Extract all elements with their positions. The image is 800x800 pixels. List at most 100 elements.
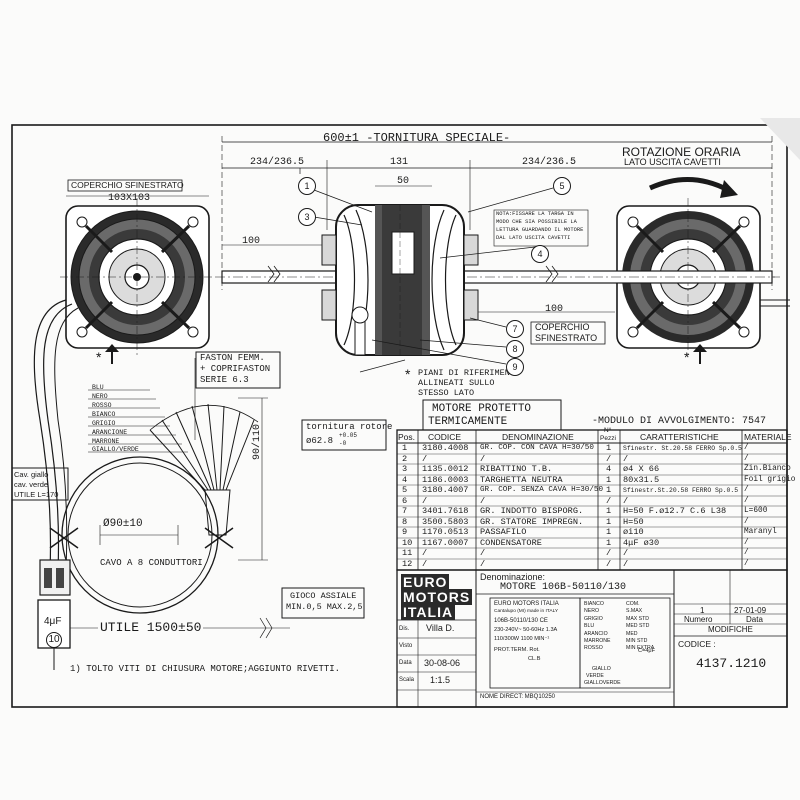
bom-cell-pos: 6 [402,496,408,506]
nota-line-4: DAL LATO USCITA CAVETTI [496,235,571,241]
plate-made: Cantalupo (MI) made in ITALY [494,609,559,614]
plate-power: 110/300W 1100 MIN⁻¹ [494,636,550,642]
bom-cell-codice: 1135.0012 [422,464,469,474]
bom-cell-car: H=50 F.ø12.7 C.6 L38 [623,506,727,516]
bom-cell-codice: / [422,496,428,506]
bom-cell-den: RIBATTINO T.B. [480,464,553,474]
bom-cell-mat: L=600 [744,507,768,515]
bom-cell-pos: 5 [402,485,408,495]
bom-cell-pos: 10 [402,538,413,548]
wire-color-5: GRIGIO [92,420,116,427]
leader-lines [299,168,554,373]
gioco-line-2: MIN.0,5 MAX.2,5 [286,602,363,612]
bom-header-codice: CODICE [428,432,462,442]
bom-cell-mat: / [744,518,749,526]
bom-cell-pos: 8 [402,517,408,527]
ring-diameter: Ø90±10 [103,518,143,530]
bom-cell-mat: Maranyl [744,528,777,536]
balloon-7: 7 [506,320,524,338]
codice-label: CODICE : [678,639,716,649]
bom-cell-n: 4 [606,464,612,474]
bom-cell-mat: / [744,539,749,547]
plate-giallo: GIALLO [592,666,611,672]
bom-cell-pos: 1 [402,443,408,453]
cav-line-2: cav. verde [14,480,49,489]
left-100-dimension: 100 [242,236,261,247]
plate-class: CL.B [528,656,541,662]
bom-cell-n: / [606,496,612,506]
bom-cell-car: 80x31.5 [623,475,660,485]
bom-cell-codice: / [422,454,428,464]
revision-date: 27-01-09 [734,606,767,615]
center-dimension: 131 [390,157,409,168]
wire-color-3: ROSSO [92,402,112,409]
bom-cell-car: / [623,559,629,569]
piani-line-3: STESSO LATO [418,388,475,398]
reference-markers [105,344,707,364]
bom-cell-pos: 4 [402,475,408,485]
plate-color-speed: S.MAX [626,608,643,615]
right-cover-label-2: SFINESTRATO [535,333,598,343]
balloon-9: 9 [506,358,524,376]
bom-cell-car: 4μF ø30 [623,538,660,548]
tornitura-line-2: ø62.8 [306,436,334,446]
bom-cell-car: Sfinestr.St.20.58 FERRO Sp.0.5 [623,487,739,494]
right-shaft-dimension: 234/236.5 [522,157,577,168]
bom-cell-pos: 7 [402,506,408,516]
utile-label: UTILE 1500±50 [98,620,204,635]
left-star-marker: * [96,349,102,365]
bom-header-pezzi-1: N° [604,427,612,434]
tornitura-tolerance-upper: +0.05 [339,432,358,439]
wire-color-8: GIALLO/VERDE [92,446,139,453]
numero-label: Numero [684,615,713,624]
bom-cell-n: 1 [606,443,612,453]
bom-cell-car: H=50 [623,517,644,527]
bom-cell-den: CONDENSATORE [480,538,542,548]
rotation-label: ROTAZIONE ORARIA [622,145,741,159]
data-column-label: Data [746,615,763,624]
plate-color-name: ARANCIO [584,630,608,637]
codice-value: 4137.1210 [696,656,767,671]
plate-capacitor: C=4μF [638,648,656,654]
cav-line-3: UTILE L=170 [14,490,59,499]
scala-value: 1:1.5 [430,675,451,685]
wire-color-7: MARRONE [92,438,120,445]
bom-cell-mat: / [744,455,749,463]
height-dimension: 90/110 [252,423,263,460]
bom-cell-n: 1 [606,538,612,548]
wire-color-1: BLU [92,384,104,391]
balloon-5: 5 [553,177,571,195]
balloon-1: 1 [298,177,316,195]
bom-cell-pos: 11 [402,548,413,558]
bom-cell-car: / [623,454,629,464]
body-width-dimension: 50 [397,176,410,187]
bom-cell-mat: / [744,486,749,494]
visto-label: Visto [399,643,413,649]
plate-prot: PROT.TERM. Rot. [494,647,540,653]
bom-cell-codice: / [422,548,428,558]
tornitura-line-1: tornitura rotore [306,422,393,432]
nota-line-1: NOTA:FISSARE LA TARGA IN [496,211,574,217]
cavo-label: CAVO A 8 CONDUTTORI [100,558,203,568]
wire-color-6: ARANCIONE [92,429,128,436]
bom-cell-n: 1 [606,506,612,516]
bom-header-materiale: MATERIALE [744,432,792,442]
plate-color-name: MARRONE [584,638,611,644]
bom-cell-pos: 9 [402,527,408,537]
modifiche-label: MODIFICHE [708,625,753,634]
bom-cell-n: / [606,548,612,558]
balloon-10: 10 [46,632,62,648]
plate-color-name: BIANCO [584,601,604,607]
bom-header-pezzi-2: Pezzi [600,435,616,442]
data-label: Data [399,660,412,666]
piani-line-1: PIANI DI RIFERIMENTO [418,368,521,378]
bom-cell-den: PASSAFILO [480,527,527,537]
balloon-8: 8 [506,340,524,358]
bom-cell-den: / [480,548,486,558]
bom-cell-pos: 12 [402,559,413,569]
bom-cell-pos: 2 [402,454,408,464]
data-value: 30-08-06 [424,658,461,668]
plate-color-name: NERO [584,608,599,615]
bom-cell-mat: / [744,560,749,568]
